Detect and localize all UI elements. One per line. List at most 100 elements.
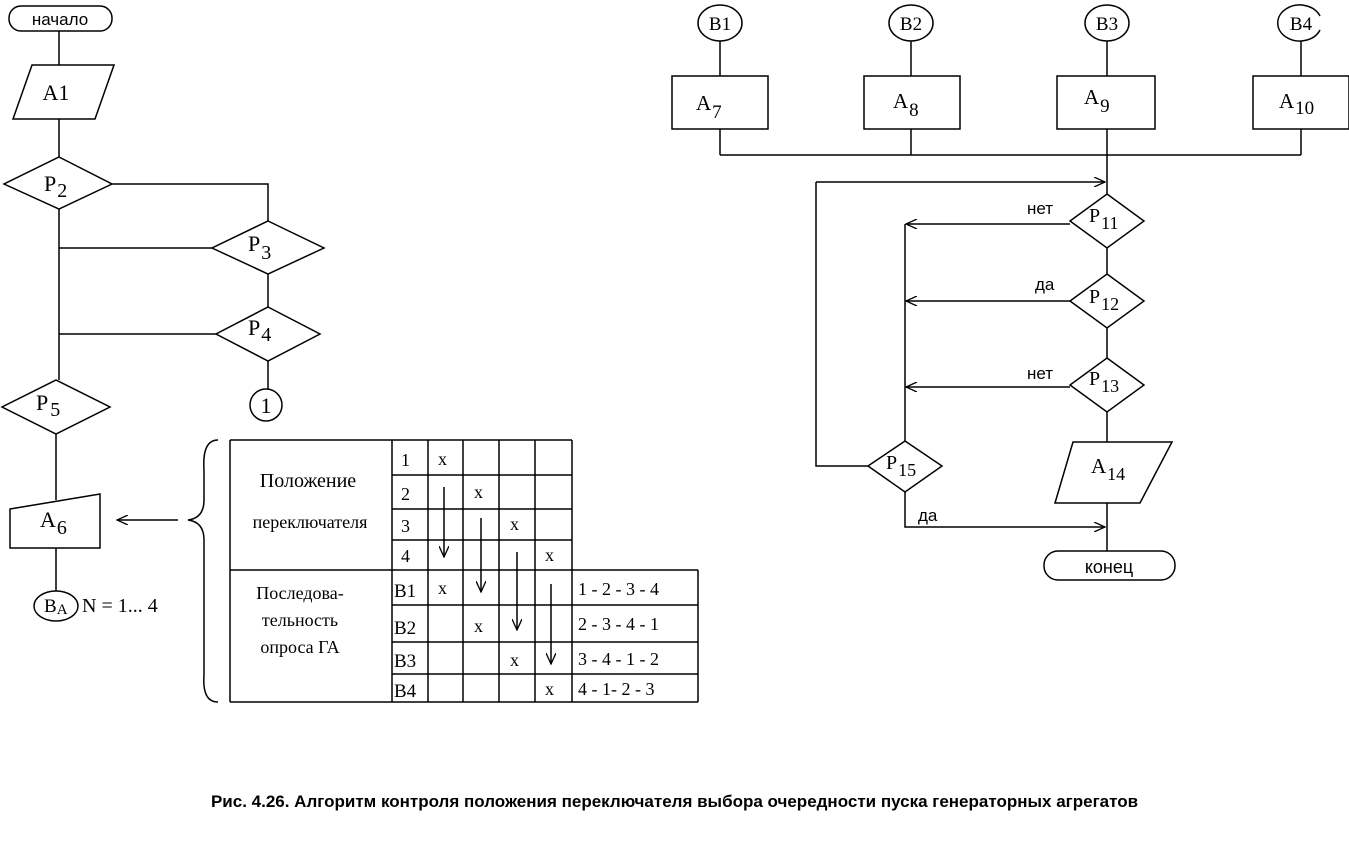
position-2: 2 [401,484,410,504]
p15-base: P [886,452,897,474]
row-b3: B3 [394,651,416,672]
table-brace [187,439,219,703]
flow-line [112,183,269,221]
p2-label: P2 [44,171,67,202]
p4-label: P4 [248,315,271,346]
x-mark: x [474,616,483,636]
sequence-b4: 4 - 1- 2 - 3 [578,679,654,699]
poll-sequence-label-line2: тельность [262,610,338,630]
figure-caption: Рис. 4.26. Алгоритм контроля положения п… [210,792,1139,811]
switch-position-label-line2: переключателя [253,512,368,532]
a14-sub: 14 [1107,464,1125,484]
switch-position-label-line1: Положение [260,470,357,492]
a14-base: A [1091,454,1107,478]
start-label: начало [32,10,88,29]
switch-table-grid [229,439,699,703]
b3-label: B3 [1096,14,1118,35]
position-3: 3 [401,516,410,536]
sequence-b1: 1 - 2 - 3 - 4 [578,579,659,599]
b2-label: B2 [900,14,922,35]
a7-sub: 7 [712,102,722,123]
p11-base: P [1089,205,1100,227]
b4-connector [1277,4,1321,42]
end-label: конец [1085,557,1133,577]
p13-label: P13 [1089,368,1119,396]
p2-base: P [44,171,56,196]
a6-base: A [40,507,56,532]
p4-sub: 4 [261,324,271,346]
position-1: 1 [401,450,410,470]
a7-label: A7 [696,91,722,123]
a8-sub: 8 [909,100,919,121]
a8-block [863,75,961,130]
no-label-p13: нет [1027,364,1053,383]
x-mark: x [510,514,519,534]
a8-label: A8 [893,89,919,121]
a10-sub: 10 [1295,98,1314,119]
x-mark: x [545,545,554,565]
p4-base: P [248,315,260,340]
a6-label: A6 [40,507,67,539]
row-b2: B2 [394,618,416,639]
a9-label: A9 [1084,85,1110,117]
p13-base: P [1089,368,1100,390]
x-mark: x [438,578,447,598]
p15-label: P15 [886,452,916,480]
p5-sub: 5 [50,399,60,421]
x-mark: x [545,679,554,699]
row-b1: B1 [394,581,416,602]
ba-connector [33,590,79,622]
a1-label: A1 [43,80,70,105]
no-label-p11: нет [1027,199,1053,218]
b4-label: B4 [1290,14,1313,35]
a9-base: A [1084,85,1100,109]
a9-sub: 9 [1100,96,1110,117]
poll-sequence-label-line3: опроса ГА [260,637,339,657]
ba-base: B [44,596,57,617]
p12-label: P12 [1089,286,1119,314]
p3-sub: 3 [261,242,271,264]
x-mark: x [438,449,447,469]
connector-1-label: 1 [261,393,272,418]
yes-label-p12: да [1035,275,1055,294]
position-4: 4 [401,546,410,566]
a1-io-block [11,64,116,120]
start-terminal [8,5,113,32]
row-b4: B4 [394,681,417,702]
end-terminal [1043,550,1176,581]
p2-sub: 2 [57,180,67,202]
sequence-b3: 3 - 4 - 1 - 2 [578,649,659,669]
x-mark: x [474,482,483,502]
p12-base: P [1089,286,1100,308]
p12-sub: 12 [1101,294,1119,314]
a14-label: A14 [1091,454,1125,484]
sequence-b2: 2 - 3 - 4 - 1 [578,614,659,634]
a6-sub: 6 [57,517,67,539]
a10-base: A [1279,89,1295,113]
b1-label: B1 [709,14,731,35]
poll-sequence-label-line1: Последова- [256,583,344,603]
p13-sub: 13 [1101,376,1119,396]
x-mark: x [510,650,519,670]
a10-label: A10 [1279,89,1314,119]
n-range-label: N = 1... 4 [82,595,158,617]
yes-label-p15: да [918,506,938,525]
connector-1 [249,388,283,422]
p3-label: P3 [248,231,271,264]
p11-label: P11 [1089,205,1118,233]
p3-base: P [248,231,260,256]
a7-base: A [696,91,712,115]
a9-block [1056,75,1156,130]
a6-manual-input [9,493,101,549]
p5-base: P [36,390,48,415]
p11-sub: 11 [1101,213,1118,233]
ba-sub: A [57,602,68,618]
ba-label: BA [44,596,68,618]
loop-line [815,182,868,467]
yes-arrow [904,492,1105,527]
a8-base: A [893,89,909,113]
p15-sub: 15 [898,460,916,480]
a14-io-block [1053,441,1174,504]
